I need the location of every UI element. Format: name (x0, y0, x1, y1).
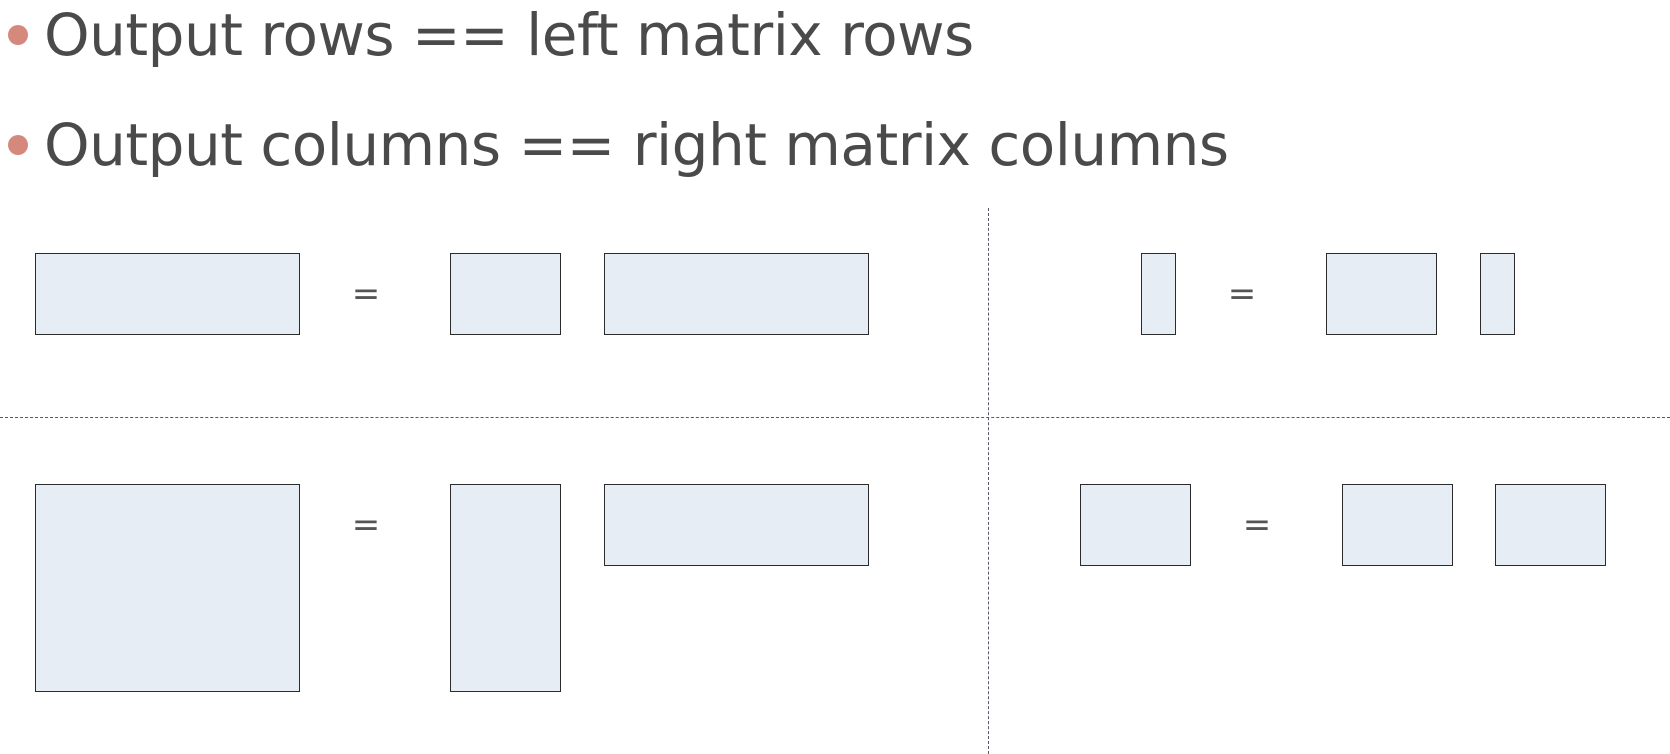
q1-output-matrix (35, 253, 300, 335)
q3-output-matrix (35, 484, 300, 692)
q2-left-matrix (1326, 253, 1437, 335)
q4-right-matrix (1495, 484, 1606, 566)
q3-right-matrix (604, 484, 869, 566)
q2-right-matrix (1480, 253, 1515, 335)
bullet-item-output-columns: Output columns == right matrix columns (8, 110, 1229, 180)
q1-equals-sign: = (351, 274, 381, 314)
q2-equals-sign: = (1227, 274, 1257, 314)
bullet-dot-icon (8, 25, 28, 45)
q3-left-matrix (450, 484, 561, 692)
q1-left-matrix (450, 253, 561, 335)
q4-output-matrix (1080, 484, 1191, 566)
bullet-text: Output rows == left matrix rows (44, 1, 974, 69)
q2-output-matrix (1141, 253, 1176, 335)
bullet-text: Output columns == right matrix columns (44, 111, 1229, 179)
quadrant-divider-vertical (988, 208, 989, 754)
quadrant-divider-horizontal (0, 417, 1670, 418)
q3-equals-sign: = (351, 505, 381, 545)
q1-right-matrix (604, 253, 869, 335)
q4-equals-sign: = (1242, 505, 1272, 545)
q4-left-matrix (1342, 484, 1453, 566)
bullet-dot-icon (8, 135, 28, 155)
bullet-item-output-rows: Output rows == left matrix rows (8, 0, 974, 70)
